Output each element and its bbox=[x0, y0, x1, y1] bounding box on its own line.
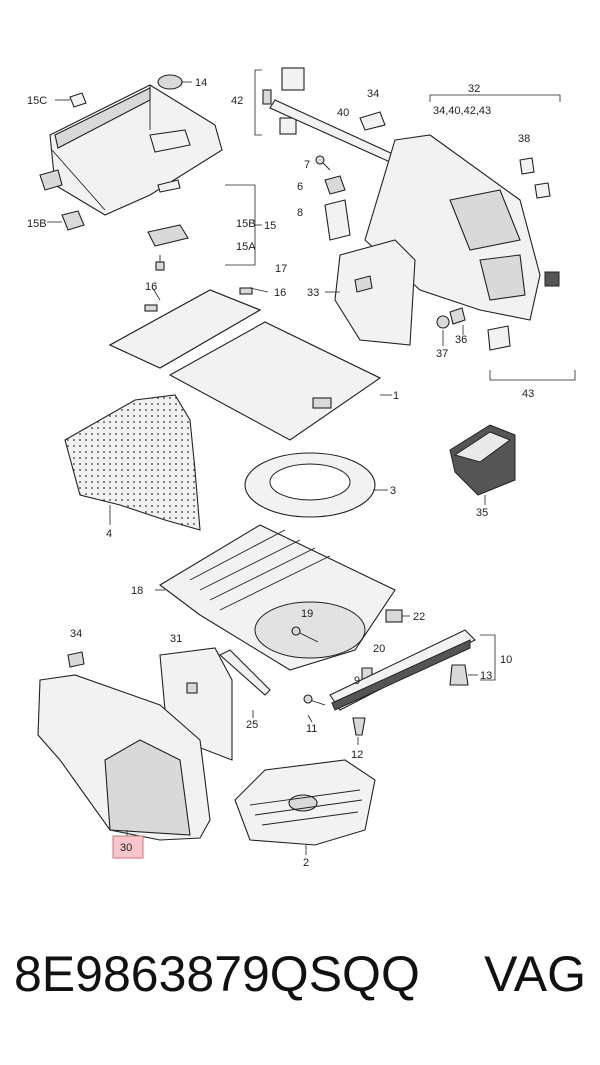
cap-34-top bbox=[359, 111, 386, 131]
label-12: 12 bbox=[351, 749, 363, 761]
label-34-top: 34 bbox=[367, 88, 379, 100]
label-13: 13 bbox=[480, 670, 492, 682]
clip-22 bbox=[385, 609, 403, 623]
label-25: 25 bbox=[246, 719, 258, 731]
label-34-lower: 34 bbox=[70, 628, 82, 640]
label-7: 7 bbox=[304, 159, 310, 171]
bracket-6 bbox=[324, 175, 346, 195]
floor-panel-1 bbox=[168, 321, 382, 441]
knob-14 bbox=[157, 74, 192, 90]
label-19: 19 bbox=[301, 608, 313, 620]
label-33: 33 bbox=[307, 287, 319, 299]
brace-10 bbox=[480, 634, 496, 681]
label-3: 3 bbox=[390, 485, 396, 497]
grommet-43 bbox=[487, 325, 511, 351]
clip-12 bbox=[352, 717, 366, 736]
bolt-7 bbox=[315, 155, 331, 171]
label-32-sub: 34,40,42,43 bbox=[433, 105, 491, 117]
bracket-15a bbox=[147, 224, 189, 271]
hinge-42 bbox=[262, 67, 305, 135]
bracket-8 bbox=[324, 199, 351, 241]
label-18: 18 bbox=[131, 585, 143, 597]
label-16b: 16 bbox=[274, 287, 286, 299]
label-10: 10 bbox=[500, 654, 512, 666]
vent-35 bbox=[449, 424, 516, 496]
cover-33 bbox=[334, 239, 416, 346]
clip-15c bbox=[55, 92, 87, 108]
label-1: 1 bbox=[393, 390, 399, 402]
label-17: 17 bbox=[275, 263, 287, 275]
bolt-11 bbox=[303, 694, 326, 706]
brace-32 bbox=[429, 94, 561, 102]
label-32: 32 bbox=[468, 83, 480, 95]
trim-panel-30 bbox=[37, 674, 211, 841]
label-22: 22 bbox=[413, 611, 425, 623]
floor-tray-18 bbox=[159, 524, 396, 671]
label-31: 31 bbox=[170, 633, 182, 645]
luggage-cover-blind bbox=[39, 84, 223, 216]
clip-15b-left bbox=[47, 210, 85, 231]
label-6: 6 bbox=[297, 181, 303, 193]
label-11: 11 bbox=[306, 723, 317, 735]
label-35: 35 bbox=[476, 507, 488, 519]
spare-wheel-ring-3 bbox=[244, 452, 376, 518]
label-14: 14 bbox=[195, 77, 207, 89]
label-15c: 15C bbox=[27, 95, 47, 107]
label-15b-left: 15B bbox=[27, 218, 47, 230]
label-15b: 15B bbox=[236, 218, 256, 230]
bolt-19 bbox=[291, 626, 319, 643]
callout-lines bbox=[109, 286, 486, 855]
clip-36-37 bbox=[436, 307, 466, 329]
label-2: 2 bbox=[303, 857, 309, 869]
label-40: 40 bbox=[337, 107, 349, 119]
part-number: 8E9863879QSQQ bbox=[14, 946, 420, 1002]
label-20: 20 bbox=[373, 643, 385, 655]
label-16a: 16 bbox=[145, 281, 157, 293]
floor-mat-2 bbox=[234, 759, 376, 846]
label-8: 8 bbox=[297, 207, 303, 219]
sill-trim-10 bbox=[329, 629, 476, 711]
label-30: 30 bbox=[120, 842, 132, 854]
insulation-mat-4 bbox=[64, 394, 201, 531]
label-38: 38 bbox=[518, 133, 530, 145]
floor-panel-16 bbox=[108, 287, 262, 369]
clip-34-lower bbox=[67, 651, 85, 668]
strip-25 bbox=[219, 649, 271, 696]
brace-42 bbox=[254, 69, 262, 136]
clip-38 bbox=[519, 157, 551, 199]
label-9: 9 bbox=[354, 675, 360, 687]
footer: 8E9863879QSQQ VAG bbox=[0, 945, 600, 1035]
label-43: 43 bbox=[522, 388, 534, 400]
highlighted-part-30-label: 30 bbox=[112, 835, 144, 859]
brand-name: VAG bbox=[484, 946, 586, 1002]
label-37: 37 bbox=[436, 348, 448, 360]
exploded-parts-diagram: 14 15C 42 34 32 34,40,42,43 40 38 7 6 8 … bbox=[27, 67, 576, 869]
label-36: 36 bbox=[455, 334, 467, 346]
label-42: 42 bbox=[231, 95, 243, 107]
brace-43 bbox=[489, 370, 576, 381]
label-15: 15 bbox=[264, 220, 276, 232]
label-15a: 15A bbox=[236, 241, 256, 253]
label-4: 4 bbox=[106, 528, 112, 540]
clip-13 bbox=[449, 664, 469, 686]
